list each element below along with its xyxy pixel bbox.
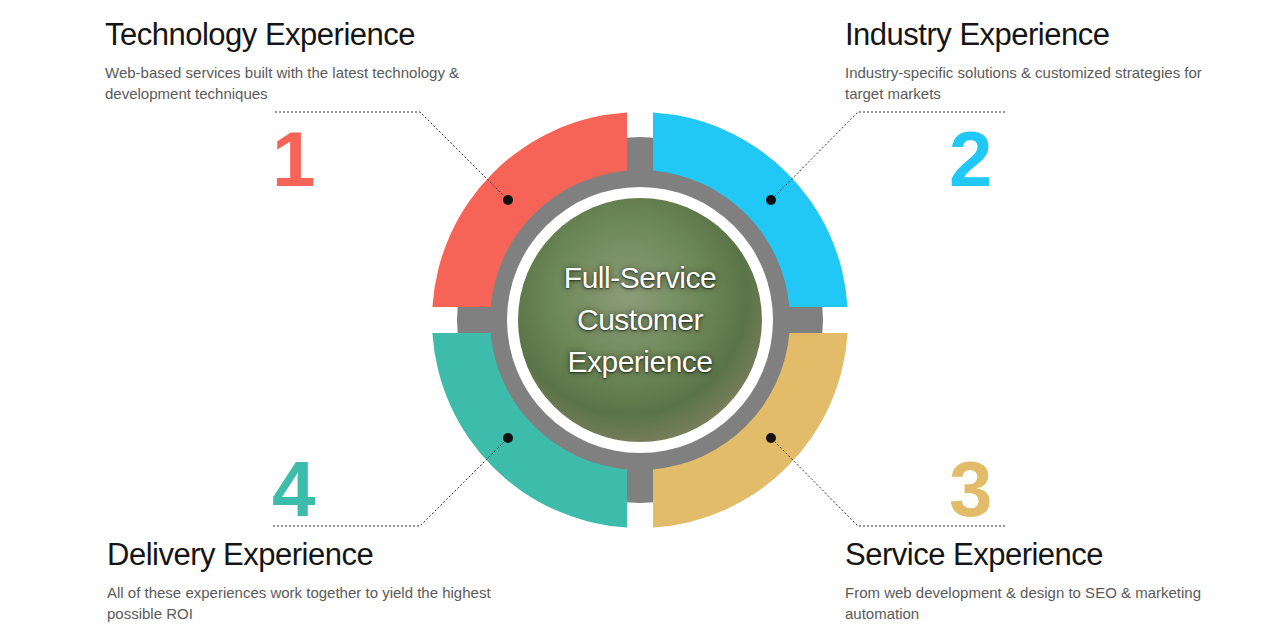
leader-lines xyxy=(273,112,1005,526)
experience-block: Industry ExperienceIndustry-specific sol… xyxy=(845,16,1235,104)
experience-description: Web-based services built with the latest… xyxy=(105,62,505,104)
experience-heading: Technology Experience xyxy=(105,16,505,54)
experience-block: Service ExperienceFrom web development &… xyxy=(845,536,1235,624)
leader-dot xyxy=(766,195,776,205)
center-title: Full-Service Customer Experience xyxy=(540,257,740,383)
experience-heading: Service Experience xyxy=(845,536,1235,574)
callout-number: 3 xyxy=(949,450,992,528)
experience-block: Technology ExperienceWeb-based services … xyxy=(105,16,505,104)
callout-number: 1 xyxy=(272,120,315,198)
experience-description: Industry-specific solutions & customized… xyxy=(845,62,1235,104)
callout-number: 4 xyxy=(272,450,315,528)
leader-dot xyxy=(766,433,776,443)
leader-dot xyxy=(503,195,513,205)
experience-heading: Delivery Experience xyxy=(107,536,507,574)
experience-block: Delivery ExperienceAll of these experien… xyxy=(107,536,507,624)
experience-heading: Industry Experience xyxy=(845,16,1235,54)
leader-dot xyxy=(503,433,513,443)
center-circle: Full-Service Customer Experience xyxy=(518,198,762,442)
experience-description: All of these experiences work together t… xyxy=(107,582,507,624)
callout-number: 2 xyxy=(949,120,992,198)
experience-description: From web development & design to SEO & m… xyxy=(845,582,1235,624)
white-ring xyxy=(507,187,773,453)
leader-dots xyxy=(503,195,776,443)
